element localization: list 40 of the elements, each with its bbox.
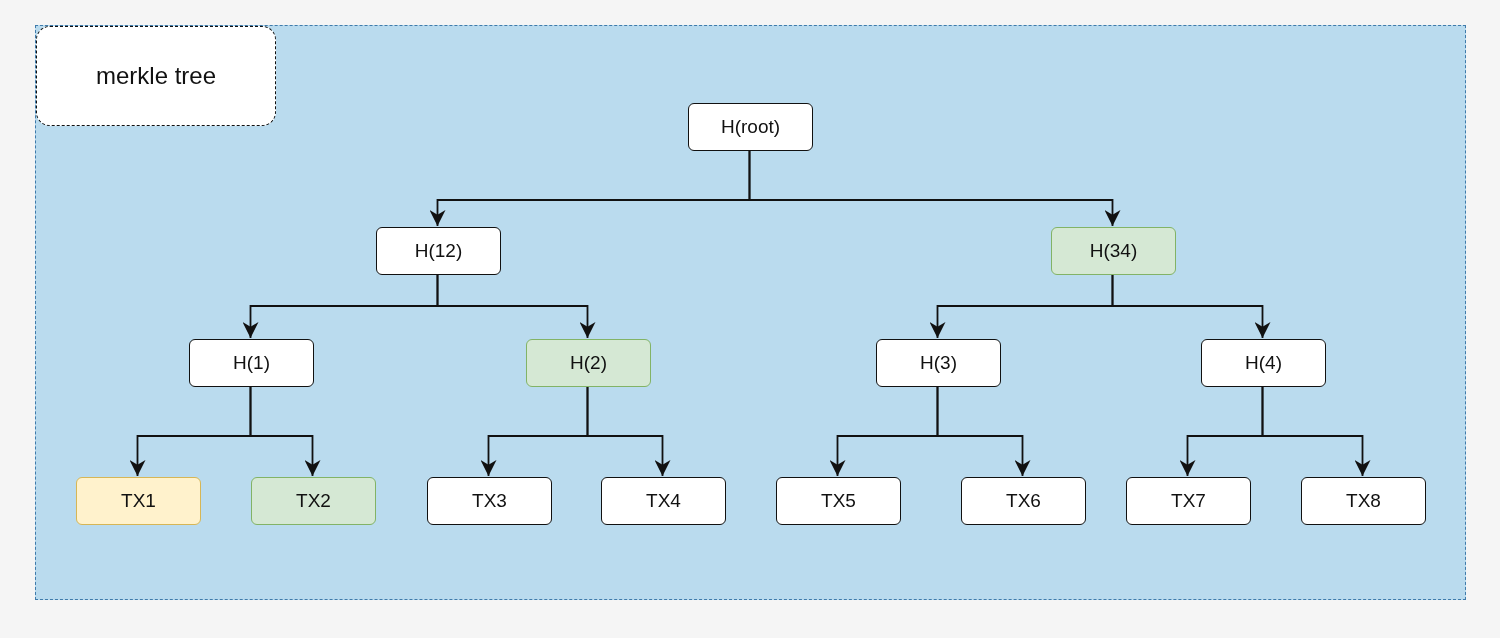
node-label: H(12) bbox=[414, 240, 463, 262]
node-label: merkle tree bbox=[95, 62, 216, 90]
node-box bbox=[1201, 339, 1326, 387]
node-box bbox=[76, 477, 201, 525]
node-label: TX2 bbox=[296, 490, 331, 512]
node-box bbox=[251, 477, 376, 525]
node-label: TX8 bbox=[1346, 490, 1381, 512]
node-box bbox=[876, 339, 1001, 387]
title-box bbox=[36, 26, 276, 126]
node-box bbox=[526, 339, 651, 387]
node-label: H(4) bbox=[1245, 352, 1282, 374]
node-box bbox=[688, 103, 813, 151]
node-label: TX3 bbox=[472, 490, 507, 512]
node-label: TX7 bbox=[1171, 490, 1206, 512]
node-box bbox=[1126, 477, 1251, 525]
node-label: TX4 bbox=[646, 490, 681, 512]
node-box bbox=[1051, 227, 1176, 275]
node-box bbox=[189, 339, 314, 387]
arrow bbox=[748, 149, 1121, 227]
node-label: TX5 bbox=[821, 490, 856, 512]
node-box bbox=[961, 477, 1086, 525]
node-label: H(1) bbox=[233, 352, 270, 374]
node-label: H(3) bbox=[920, 352, 957, 374]
node-label: TX6 bbox=[1006, 490, 1041, 512]
node-label: H(root) bbox=[720, 116, 781, 138]
node-box bbox=[376, 227, 501, 275]
node-box bbox=[601, 477, 726, 525]
arrow bbox=[436, 273, 596, 339]
node-label: H(34) bbox=[1089, 240, 1138, 262]
arrow bbox=[1111, 273, 1271, 339]
node-box bbox=[427, 477, 552, 525]
node-box bbox=[1301, 477, 1426, 525]
arrow bbox=[249, 385, 321, 477]
arrow bbox=[936, 385, 1031, 477]
arrow bbox=[1261, 385, 1371, 477]
arrow bbox=[586, 385, 671, 477]
node-label: TX1 bbox=[121, 490, 156, 512]
node-box bbox=[776, 477, 901, 525]
node-label: H(2) bbox=[570, 352, 607, 374]
container-box bbox=[35, 25, 1466, 600]
